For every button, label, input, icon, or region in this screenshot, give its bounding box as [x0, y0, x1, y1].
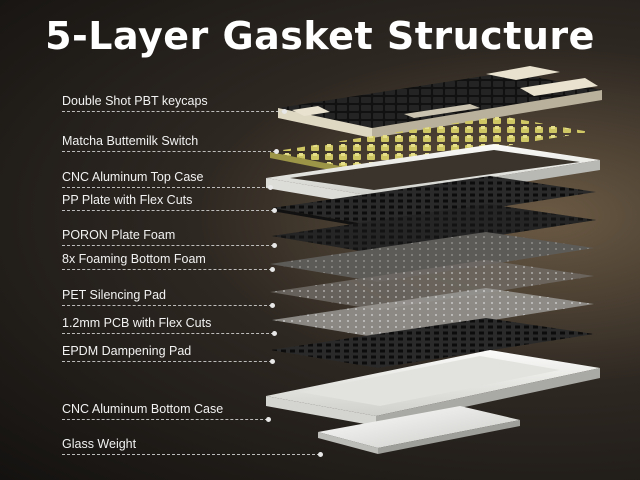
layer-label-keycaps: Double Shot PBT keycaps	[62, 94, 208, 108]
leader-line	[62, 245, 274, 246]
layer-label-poron-foam: PORON Plate Foam	[62, 228, 176, 242]
leader-line	[62, 187, 270, 188]
leader-line	[62, 361, 272, 362]
leader-dot	[266, 417, 271, 422]
pcb-layer	[272, 288, 594, 338]
leader-dot	[282, 109, 287, 114]
layer-label-pcb: 1.2mm PCB with Flex Cuts	[62, 316, 212, 330]
layer-label-pet-pad: PET Silencing Pad	[62, 288, 166, 302]
layer-label-switch: Matcha Buttemilk Switch	[62, 134, 199, 148]
layer-label-epdm-pad: EPDM Dampening Pad	[62, 344, 192, 358]
page-title: 5-Layer Gasket Structure	[45, 14, 595, 58]
leader-dot	[270, 303, 275, 308]
layer-label-glass-weight: Glass Weight	[62, 437, 137, 451]
pet-pad-layer	[270, 260, 594, 310]
poron-foam-layer	[272, 204, 596, 254]
layer-label-bottom-case: CNC Aluminum Bottom Case	[62, 402, 224, 416]
leader-dot	[274, 149, 279, 154]
leader-line	[62, 210, 274, 211]
leader-line	[62, 454, 320, 455]
leader-dot	[270, 267, 275, 272]
glass-weight-layer	[318, 406, 520, 454]
keycaps-layer	[278, 66, 602, 138]
bottom-foam-layer	[270, 232, 594, 282]
layer-label-bottom-foam: 8x Foaming Bottom Foam	[62, 252, 206, 266]
leader-line	[62, 333, 274, 334]
layer-label-pp-plate: PP Plate with Flex Cuts	[62, 193, 193, 207]
leader-line	[62, 269, 272, 270]
layer-label-top-case: CNC Aluminum Top Case	[62, 170, 204, 184]
leader-line	[62, 151, 276, 152]
leader-dot	[272, 208, 277, 213]
pp-plate-layer	[272, 176, 596, 229]
leader-dot	[272, 331, 277, 336]
leader-dot	[318, 452, 323, 457]
leader-line	[62, 305, 272, 306]
leader-line	[62, 111, 284, 112]
leader-dot	[268, 185, 273, 190]
epdm-pad-layer	[270, 318, 594, 368]
leader-dot	[272, 243, 277, 248]
leader-line	[62, 419, 268, 420]
leader-dot	[270, 359, 275, 364]
